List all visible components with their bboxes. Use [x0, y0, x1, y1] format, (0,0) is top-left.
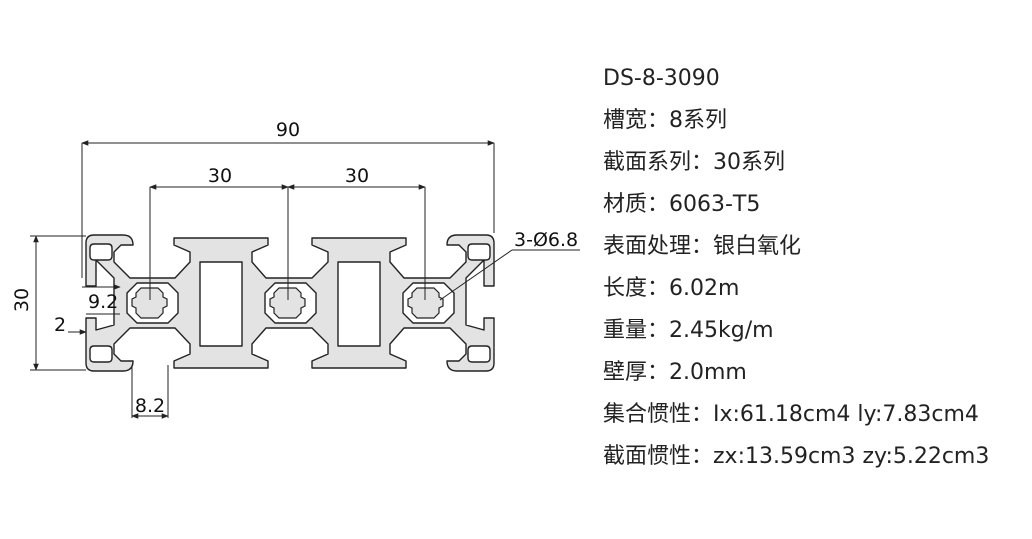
spec-surface-treatment: 表面处理：银白氧化 [603, 234, 802, 259]
spec-material: 材质：6063-T5 [603, 192, 761, 217]
dim-wall: 2 [54, 314, 66, 336]
spec-length: 长度：6.02m [603, 276, 740, 301]
dim-height: 30 [11, 288, 33, 312]
spec-wall-thickness: 壁厚：2.0mm [603, 360, 747, 385]
dimension-lines [30, 140, 580, 419]
dim-pitch-right: 30 [345, 165, 369, 187]
dim-slot-width: 8.2 [135, 395, 165, 417]
spec-list: DS-8-3090 槽宽：8系列 截面系列：30系列 材质：6063-T5 表面… [603, 60, 1028, 480]
hole-middle [269, 287, 306, 319]
spec-model: DS-8-3090 [603, 66, 720, 91]
spec-section-modulus: 截面惯性：zx:13.59cm3 zy:5.22cm3 [603, 444, 990, 469]
dim-pitch-left: 30 [208, 165, 232, 187]
dim-slot-depth: 9.2 [88, 291, 118, 313]
spec-slot-width: 槽宽：8系列 [603, 108, 727, 133]
center-holes [131, 287, 444, 319]
spec-section-series: 截面系列：30系列 [603, 150, 785, 175]
dim-hole-callout: 3-Ø6.8 [514, 229, 578, 251]
dim-overall-width: 90 [276, 119, 300, 141]
spec-weight: 重量：2.45kg/m [603, 318, 774, 343]
hole-left [131, 287, 168, 319]
hole-right [407, 287, 444, 319]
spec-moment-of-inertia: 集合惯性：Ix:61.18cm4 ly:7.83cm4 [603, 402, 979, 427]
profile-drawing: 90 30 30 30 3-Ø6.8 9.2 2 8.2 [11, 119, 580, 419]
